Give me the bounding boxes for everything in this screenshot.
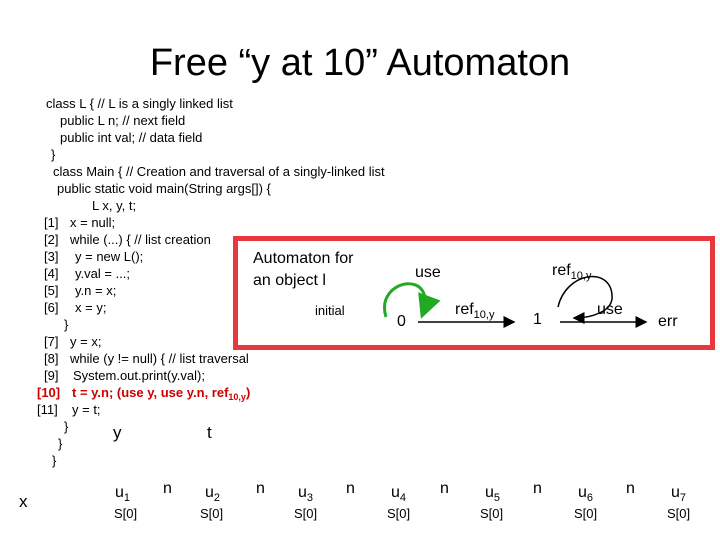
heap-node: u3 — [298, 484, 313, 504]
code-close-while: } — [64, 317, 69, 332]
var-t: t — [207, 423, 212, 442]
node-site: S[0] — [574, 506, 598, 521]
code-line-num: [3] — [44, 249, 59, 264]
edge-use-label: use — [415, 264, 441, 281]
code-line-text: x = y; — [75, 300, 107, 315]
code-close-brace: } — [58, 436, 63, 451]
code-line-num: [11] — [37, 402, 58, 417]
edge-1-err-label: use — [597, 301, 623, 318]
code-class-main: class Main { // Creation and traversal o… — [53, 164, 385, 179]
node-site: S[0] — [114, 506, 138, 521]
code-line-text: while (y != null) { // list traversal — [70, 351, 249, 366]
code-line-num: [2] — [44, 232, 59, 247]
node-label: u — [298, 484, 307, 501]
automaton-label-line1: Automaton for — [253, 250, 354, 267]
code-close-brace: } — [64, 419, 69, 434]
var-x: x — [19, 492, 28, 511]
code-line-num: [6] — [44, 300, 59, 315]
edge-n-label: n — [440, 480, 449, 497]
node-sub: 3 — [306, 492, 314, 505]
node-label: u — [115, 484, 124, 501]
code-main-signature: public static void main(String args[]) { — [57, 181, 271, 196]
edge-n-label: n — [256, 480, 265, 497]
heap-node: u2 — [205, 484, 220, 504]
state-err: err — [658, 313, 678, 330]
code-line-text: y.val = ...; — [75, 266, 131, 281]
edge-0-1-sub: 10,y — [473, 309, 495, 322]
edge-n-label: n — [163, 480, 172, 497]
code-line-text: x = null; — [70, 215, 116, 230]
code-line-text: y = new L(); — [75, 249, 144, 264]
node-label: u — [205, 484, 214, 501]
heap-node: u5 — [485, 484, 500, 504]
node-sub: 4 — [399, 492, 407, 505]
var-y: y — [113, 423, 122, 442]
node-sub: 1 — [123, 492, 131, 505]
edge-n-label: n — [346, 480, 355, 497]
edge-ref-self-text: ref — [552, 262, 571, 279]
node-label: u — [671, 484, 680, 501]
code-class-l: class L { // L is a singly linked list — [46, 96, 233, 111]
code-line-text: y.n = x; — [75, 283, 117, 298]
node-sub: 2 — [213, 492, 221, 505]
automaton-frame — [233, 236, 715, 350]
code-close-l: } — [51, 147, 56, 162]
state-1: 1 — [533, 311, 542, 328]
node-site: S[0] — [387, 506, 411, 521]
edge-ref-self-label: ref10,y — [552, 262, 591, 282]
code-declaration: L x, y, t; — [92, 198, 137, 213]
code-line-num: [4] — [44, 266, 59, 281]
node-site: S[0] — [200, 506, 224, 521]
edge-0-1-label: ref10,y — [455, 301, 494, 321]
node-label: u — [485, 484, 494, 501]
edge-n-label: n — [626, 480, 635, 497]
code-close-brace: } — [52, 453, 57, 468]
node-label: u — [391, 484, 400, 501]
heap-node: u4 — [391, 484, 406, 504]
edge-0-1-text: ref — [455, 301, 474, 318]
heap-node: u6 — [578, 484, 593, 504]
edge-ref-self-sub: 10,y — [570, 270, 592, 283]
code-line-text: System.out.print(y.val); — [73, 368, 205, 383]
edge-n-label: n — [533, 480, 542, 497]
ref-self-loop — [557, 275, 613, 324]
code-line-num: [8] — [44, 351, 59, 366]
automaton-label-line2: an object l — [253, 272, 326, 289]
node-label: u — [578, 484, 587, 501]
heap-node: u1 — [115, 484, 130, 504]
code-line10-sub: 10,y — [228, 392, 246, 402]
node-site: S[0] — [667, 506, 691, 521]
heap-node: u7 — [671, 484, 686, 504]
code-line-text: y = x; — [70, 334, 102, 349]
node-sub: 7 — [679, 492, 687, 505]
node-site: S[0] — [294, 506, 318, 521]
code-line-num: [5] — [44, 283, 59, 298]
initial-label: initial — [315, 303, 345, 318]
node-sub: 5 — [493, 492, 501, 505]
use-self-loop — [383, 282, 441, 319]
state-0: 0 — [397, 313, 406, 330]
code-line-num: [9] — [44, 368, 59, 383]
code-line-num: [7] — [44, 334, 59, 349]
slide-title: Free “y at 10” Automaton — [149, 42, 571, 84]
code-line10-num: [10] — [37, 385, 61, 400]
code-line10-main: t = y.n; (use y, use y.n, ref — [72, 385, 229, 400]
code-line-text: while (...) { // list creation — [70, 232, 211, 247]
code-line-text: y = t; — [72, 402, 101, 417]
code-line-num: [1] — [44, 215, 59, 230]
node-sub: 6 — [586, 492, 594, 505]
code-line10-text: t = y.n; (use y, use y.n, ref10,y) — [72, 385, 250, 406]
code-field-val: public int val; // data field — [60, 130, 203, 145]
node-site: S[0] — [480, 506, 504, 521]
code-field-n: public L n; // next field — [60, 113, 186, 128]
code-line10-close: ) — [245, 385, 251, 400]
